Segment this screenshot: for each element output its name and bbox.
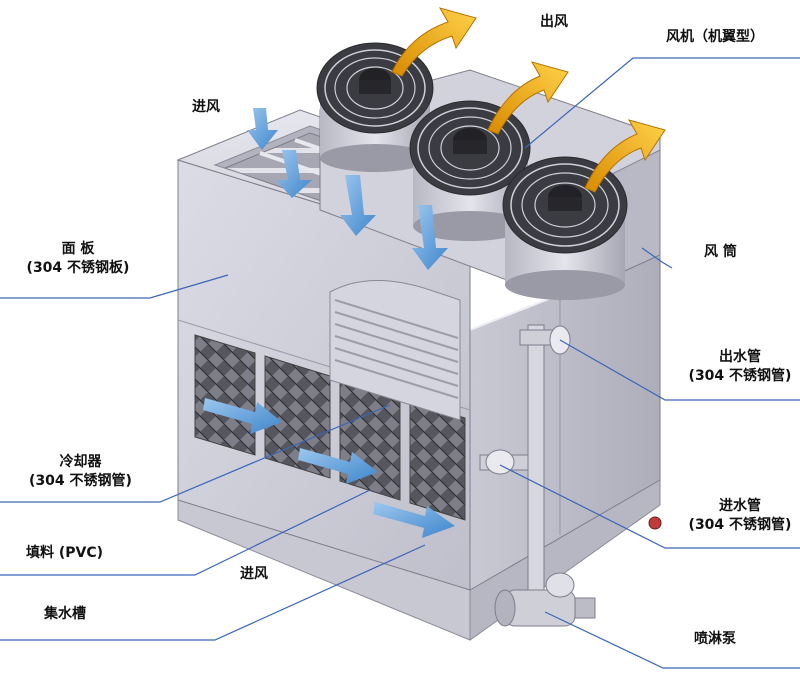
label-water-tank: 集水槽 [44, 606, 86, 622]
label-outlet-pipe: 出水管 (304 不锈钢管) [680, 348, 800, 386]
label-outlet-pipe-line1: 出水管 [719, 349, 761, 365]
leader-panel [0, 274, 229, 299]
air-in-arrows-top [247, 108, 448, 270]
label-fill: 填料 (PVC) [26, 545, 104, 561]
leader-outlet-pipe [559, 339, 800, 401]
label-panel-line1: 面 板 [61, 241, 95, 257]
fan-1 [316, 42, 434, 172]
air-out-arrows [391, 7, 666, 193]
cooler-coil [329, 279, 461, 421]
leader-cooler [0, 404, 391, 503]
leader-inlet-pipe [499, 464, 800, 549]
label-inlet-pipe: 进水管 (304 不锈钢管) [680, 497, 800, 535]
leader-fan-duct [641, 247, 673, 269]
label-inlet-pipe-line2: (304 不锈钢管) [688, 517, 792, 533]
label-air-in-bottom: 进风 [240, 566, 268, 582]
label-cooler-line2: (304 不锈钢管) [29, 473, 132, 489]
leader-fan [524, 57, 800, 149]
label-panel-line2: (304 不锈钢板) [26, 260, 130, 276]
spray-pump [494, 572, 596, 627]
label-air-out: 出风 [540, 14, 568, 30]
label-cooler: 冷却器 (304 不锈钢管) [8, 453, 153, 491]
label-fan: 风机（机翼型） [666, 29, 764, 45]
leader-spray-pump [544, 611, 800, 669]
leader-fill [0, 489, 371, 576]
fan-3 [502, 156, 628, 300]
label-inlet-pipe-line1: 进水管 [719, 498, 761, 514]
label-fan-duct: 风 筒 [704, 244, 737, 260]
pvc-fill-panels [194, 334, 466, 521]
label-outlet-pipe-line2: (304 不锈钢管) [688, 368, 792, 384]
air-in-arrows-front [203, 398, 455, 538]
label-cooler-line1: 冷却器 [59, 454, 102, 470]
label-panel: 面 板 (304 不锈钢板) [8, 240, 148, 278]
leader-water-tank [0, 544, 426, 641]
leader-lines [0, 57, 800, 669]
label-spray-pump: 喷淋泵 [694, 631, 736, 647]
label-air-in-top: 进风 [192, 99, 220, 115]
